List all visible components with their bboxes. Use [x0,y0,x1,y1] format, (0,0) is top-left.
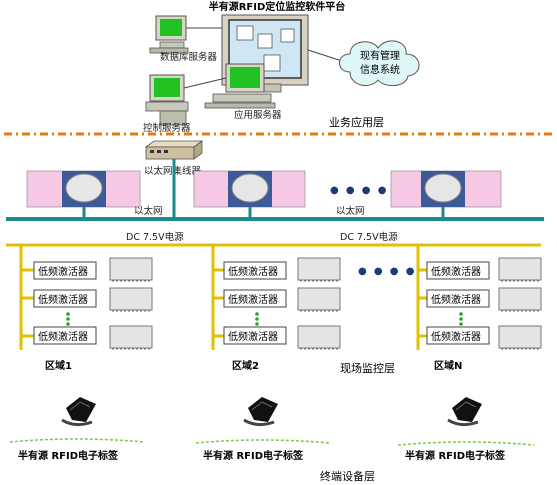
ethernet-label-left: 以太网 [134,205,163,217]
activator-2-1: 低频激活器 [228,265,278,278]
activator-1-1: 低频激活器 [38,265,88,278]
tag-n-label: 半有源 RFID电子标签 [405,449,506,462]
db-server-icon [149,15,189,54]
activator-1-3: 低频激活器 [38,330,88,343]
control-server-icon [145,74,189,126]
control-server-label: 控制服务器 [143,122,191,134]
reader-n [390,170,502,219]
reader-2 [193,170,306,219]
platform-title: 半有源RFID定位监控软件平台 [209,0,346,13]
rfid-tag-1-icon [61,397,96,427]
tag-1-label: 半有源 RFID电子标签 [18,449,119,462]
existing-system-cloud-icon [339,40,420,87]
control-to-app-link [183,77,227,89]
zone-2 [211,245,341,350]
zone-2-label: 区域2 [232,359,259,372]
layer-field-label: 现场监控层 [340,361,395,375]
zone-n-label: 区域N [434,359,462,372]
activator-n-3: 低频激活器 [431,330,481,343]
rfid-tag-2-icon [243,397,278,427]
tag-2-label: 半有源 RFID电子标签 [203,449,304,462]
db-server-label: 数据库服务器 [160,51,218,63]
layer-terminal-label: 终端设备层 [320,469,375,483]
activator-n-2: 低频激活器 [431,293,481,306]
app-server-icon [204,63,276,109]
activator-1-2: 低频激活器 [38,293,88,306]
reader-1 [26,170,141,219]
ethernet-label-right: 以太网 [336,205,365,217]
existing-system-label-1: 现有管理 [360,49,400,62]
ethernet-switch-icon [144,140,204,160]
dc-label-left: DC 7.5V电源 [126,231,184,243]
readers-ellipsis: ● ● ● ● [330,185,388,196]
activator-2-3: 低频激活器 [228,330,278,343]
activator-2-2: 低频激活器 [228,293,278,306]
tag-2-underline [195,439,331,444]
platform-to-existing-link [307,49,346,63]
layer-business-label: 业务应用层 [329,115,384,129]
zone-1-label: 区域1 [45,359,72,372]
zone-n [416,245,542,350]
zones-ellipsis: ● ● ● ● [358,266,416,277]
existing-system-label-2: 信息系统 [360,63,400,76]
activator-n-1: 低频激活器 [431,265,481,278]
tag-n-underline [397,441,535,446]
app-server-label: 应用服务器 [234,109,282,121]
dc-label-right: DC 7.5V电源 [340,231,398,243]
rfid-tag-n-icon [447,397,482,427]
zone-1 [19,245,153,350]
tag-1-underline [9,438,146,443]
